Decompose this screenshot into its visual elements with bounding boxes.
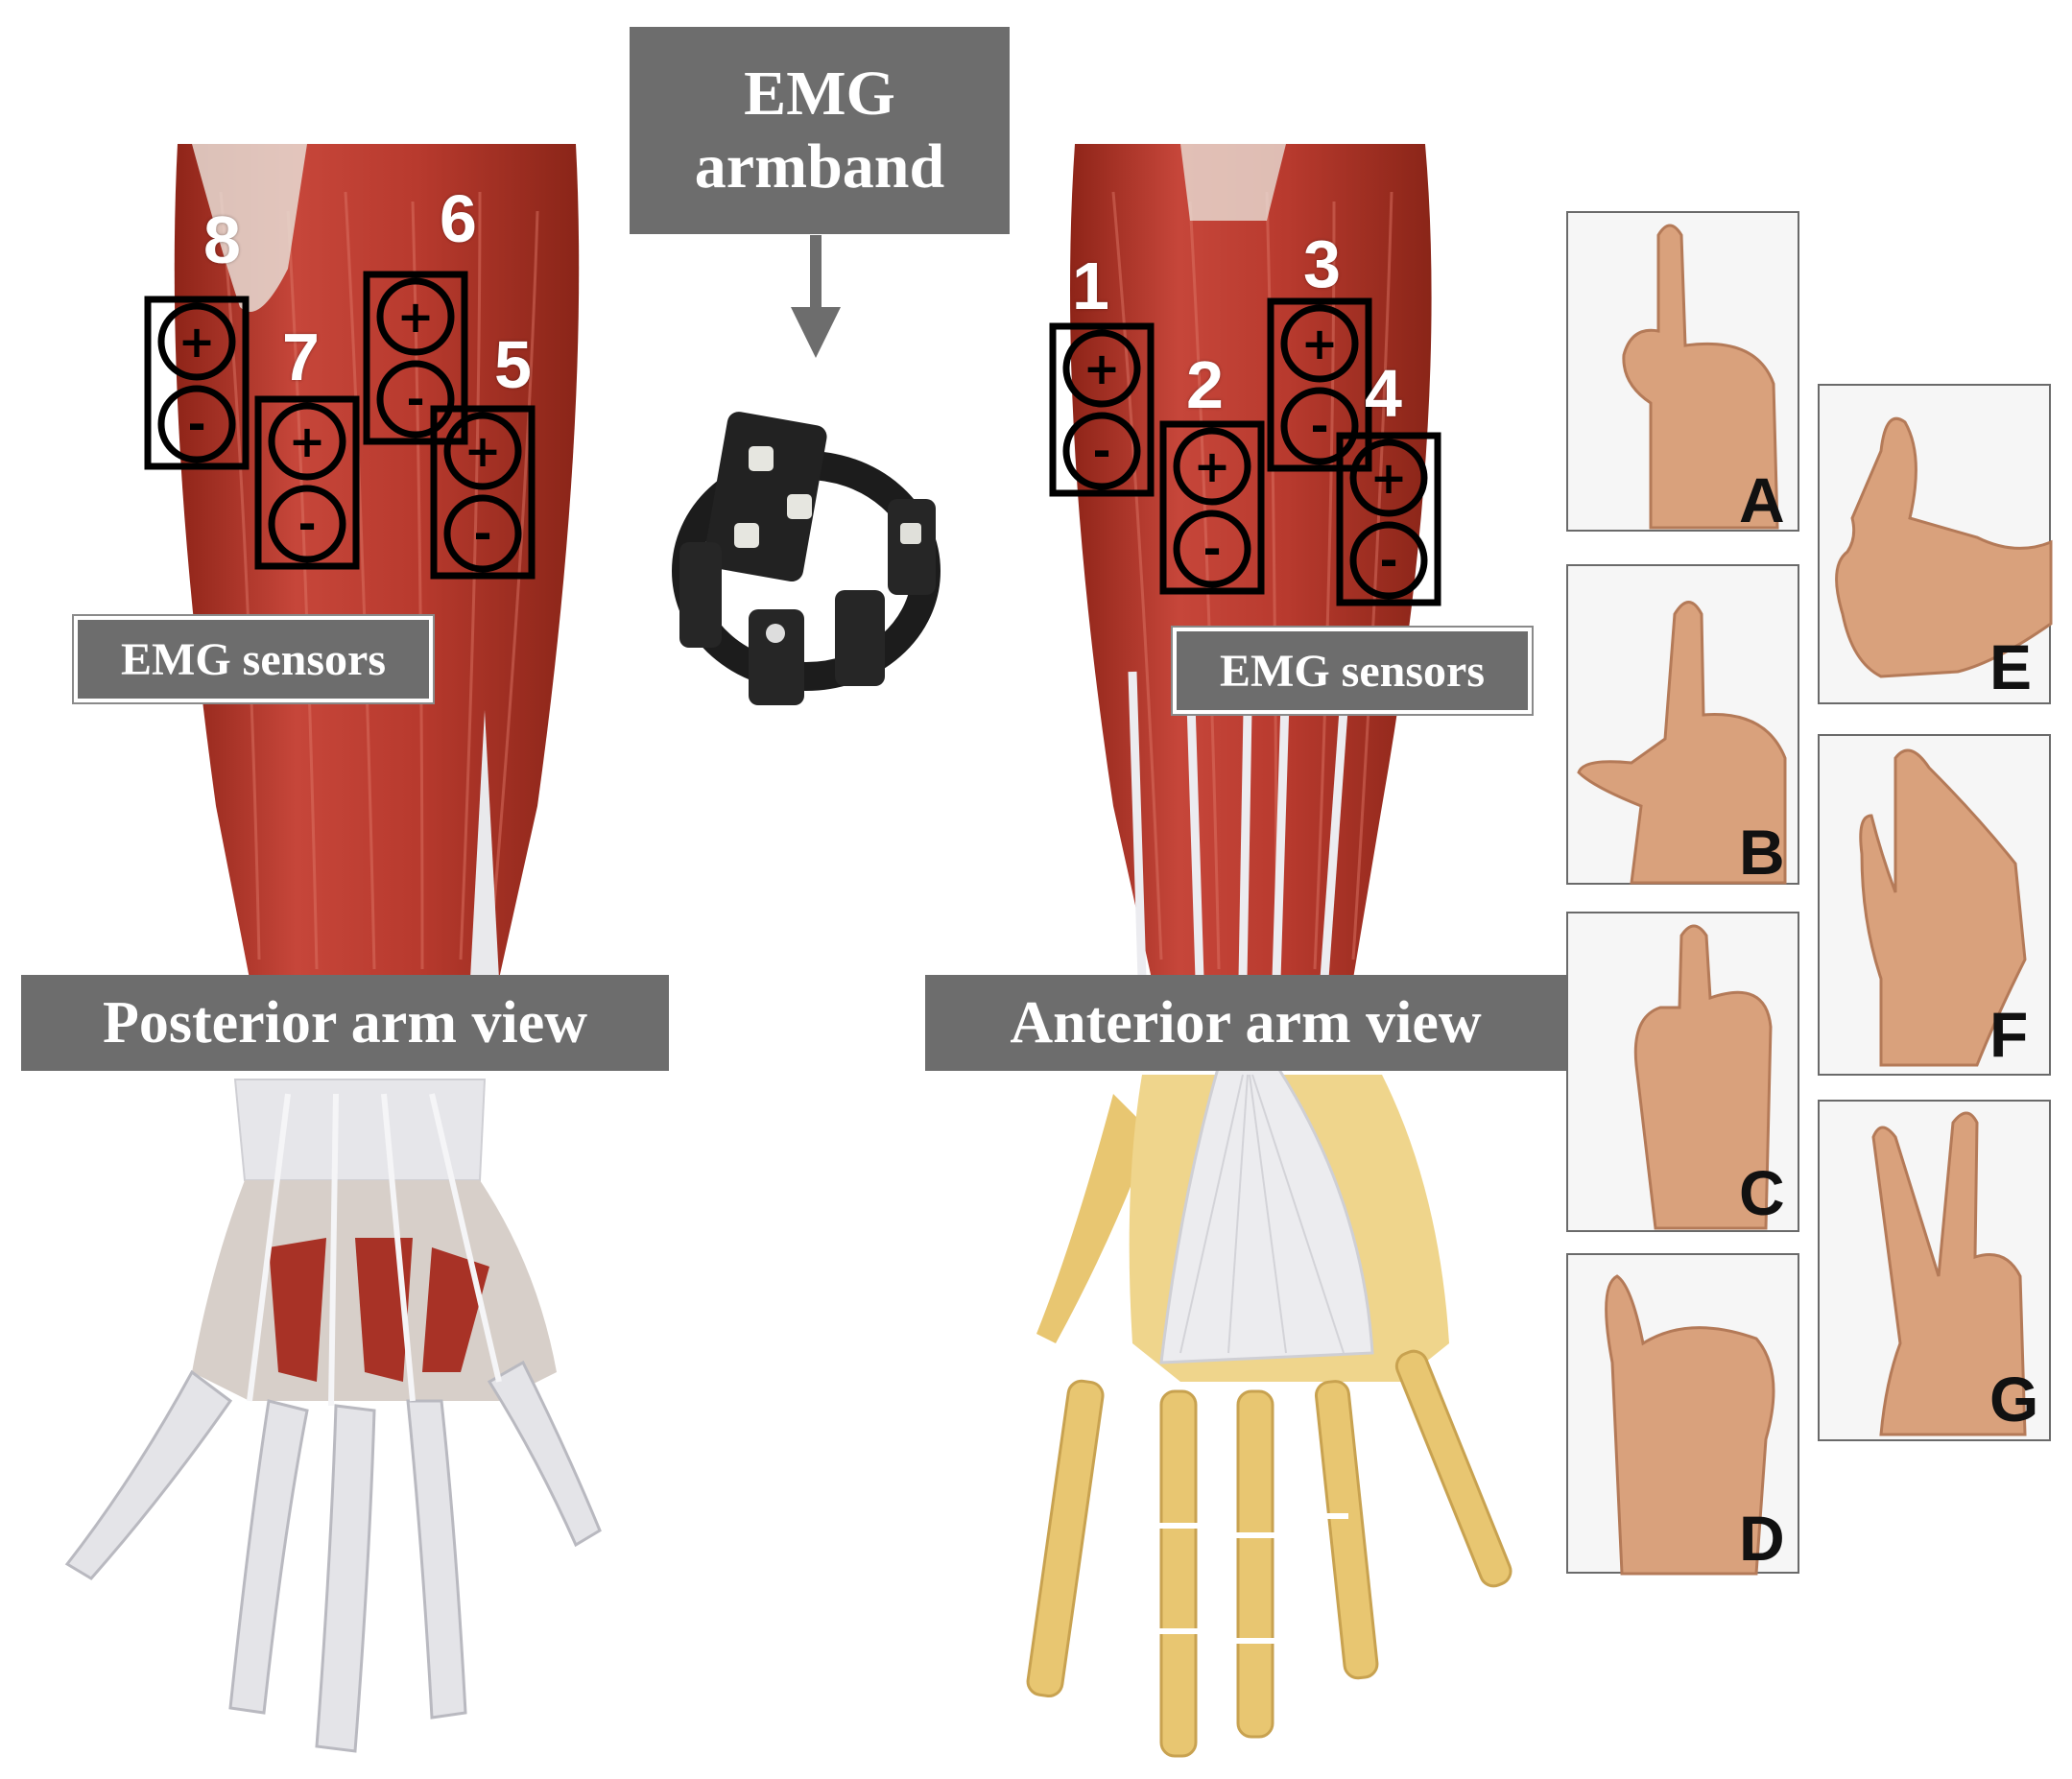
sensor-6: +- [363,271,468,445]
sensor-number-4: 4 [1365,356,1402,431]
gesture-letter-b: B [1739,817,1785,888]
sensor-number-8: 8 [203,202,241,277]
plus-electrode-symbol: + [1194,440,1231,492]
minus-electrode-ring [1280,387,1359,465]
gesture-letter-f: F [1989,999,2029,1070]
plus-electrode-symbol: + [179,316,216,368]
plus-electrode-ring [1173,427,1251,506]
minus-electrode-ring [1062,412,1141,490]
sensor-5: +- [430,405,536,580]
minus-electrode-ring [157,385,236,463]
sensor-number-3: 3 [1303,226,1341,301]
armband-label-line1: EMG [744,59,895,130]
minus-electrode-symbol: - [1379,534,1397,586]
sensor-number-5: 5 [494,327,532,402]
electrode-pair: +- [1336,432,1441,606]
gesture-letter-d: D [1739,1503,1785,1574]
electrode-pair: +- [1049,322,1155,497]
sensor-1: +- [1049,322,1155,497]
sensor-number-6: 6 [440,181,477,256]
emg-sensors-label-right: EMG sensors [1171,626,1534,716]
gesture-letter-a: A [1739,464,1785,535]
plus-electrode-symbol: + [289,415,326,467]
minus-electrode-symbol: - [1310,400,1328,452]
anterior-arm-illustration [1026,144,1512,1758]
plus-electrode-ring [1349,439,1428,517]
sensor-2: +- [1159,420,1265,595]
sensor-number-1: 1 [1072,249,1109,323]
minus-electrode-symbol: - [187,398,205,450]
minus-electrode-ring [443,494,522,573]
armband-label-line2: armband [694,131,945,202]
posterior-arm-illustration [64,144,602,1753]
armband-label: EMG armband [630,27,1010,234]
gesture-letter-e: E [1989,631,2033,702]
electrode-pair: +- [1159,420,1265,595]
minus-electrode-ring [376,360,455,439]
plus-electrode-ring [376,277,455,356]
electrode-pair: +- [144,296,250,470]
electrode-pair: +- [430,405,536,580]
minus-electrode-symbol: - [473,508,491,559]
plus-electrode-ring [1062,329,1141,408]
sensor-7: +- [254,395,360,570]
electrode-pair: +- [1267,297,1372,472]
sensor-number-2: 2 [1186,347,1224,422]
minus-electrode-symbol: - [1092,425,1110,477]
sensor-4: +- [1336,432,1441,606]
plus-electrode-ring [443,412,522,490]
minus-electrode-symbol: - [406,373,424,425]
posterior-view-label: Posterior arm view [21,975,669,1071]
electrode-pair: +- [254,395,360,570]
electrode-pair: +- [363,271,468,445]
emg-sensors-label-left: EMG sensors [72,614,435,704]
minus-electrode-symbol: - [298,498,316,550]
minus-electrode-ring [1173,510,1251,588]
emg-armband-device [672,412,941,705]
plus-electrode-ring [157,302,236,381]
minus-electrode-ring [1349,521,1428,600]
plus-electrode-symbol: + [1301,318,1339,369]
gesture-letter-g: G [1989,1364,2039,1435]
minus-electrode-symbol: - [1203,523,1221,575]
plus-electrode-symbol: + [464,425,502,477]
sensor-number-7: 7 [282,320,320,394]
minus-electrode-ring [268,485,346,563]
plus-electrode-symbol: + [1084,343,1121,394]
plus-electrode-symbol: + [397,291,435,343]
sensor-3: +- [1267,297,1372,472]
anterior-view-label: Anterior arm view [925,975,1566,1071]
plus-electrode-symbol: + [1370,452,1408,504]
plus-electrode-ring [268,402,346,481]
plus-electrode-ring [1280,304,1359,383]
sensor-8: +- [144,296,250,470]
arrow-down-icon [791,235,841,358]
gesture-letter-c: C [1739,1157,1785,1228]
